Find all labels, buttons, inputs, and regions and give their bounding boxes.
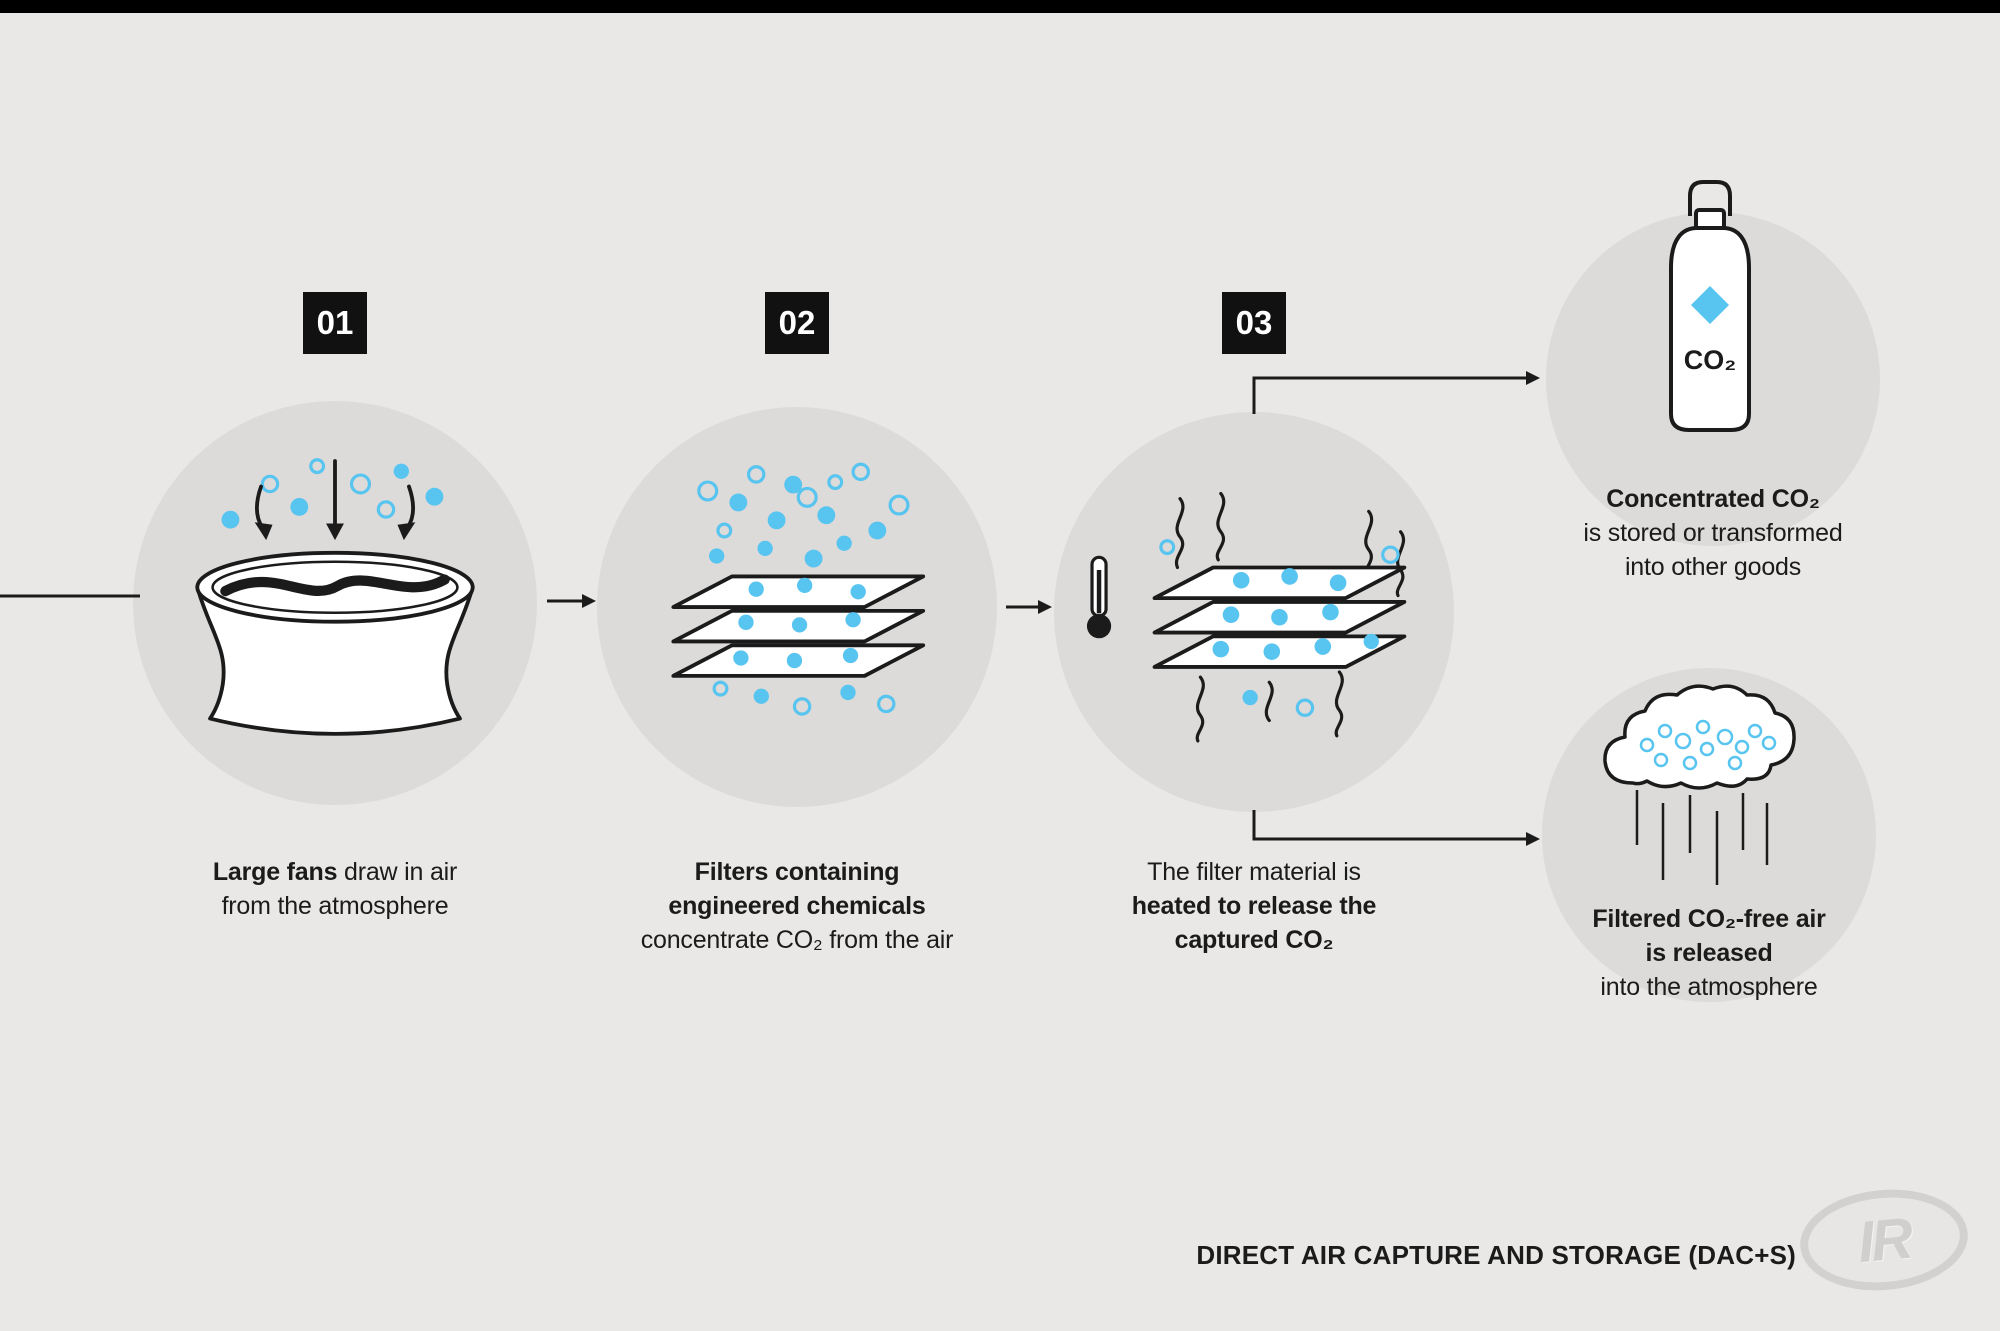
co2-cylinder-icon: CO₂ [1669, 180, 1751, 432]
arrowhead [1526, 832, 1540, 846]
filter-sheet [671, 574, 926, 609]
caption-bold-text: Filtered CO₂-free air [1592, 905, 1826, 933]
below-dots-filled [753, 684, 856, 704]
step1-caption: Large fans draw in air from the atmosphe… [115, 855, 555, 923]
step3-caption: The filter material is heated to release… [1034, 855, 1474, 957]
caption-line: concentrate CO₂ from the air [577, 923, 1017, 957]
elbow-to-storage [1252, 376, 1526, 414]
caption-bold-text: is released [1645, 939, 1773, 967]
released-dots [1212, 568, 1379, 706]
cloud-shape [1603, 684, 1796, 790]
caption-bold-text: Filters containing [694, 858, 900, 886]
heat-waves [1174, 491, 1406, 743]
outcome-release-caption: Filtered CO₂-free air is released into t… [1489, 902, 1929, 1004]
caption-line: is stored or transformed [1493, 516, 1933, 550]
caption-text: The filter material is [1147, 858, 1361, 886]
caption-text: from the atmosphere [221, 892, 449, 920]
caption-line: Filtered CO₂-free air [1489, 902, 1929, 936]
caption-line: heated to release the [1034, 889, 1474, 923]
escaping-dots [1159, 539, 1400, 717]
caption-line: captured CO₂ [1034, 923, 1474, 957]
air-particle-dots [221, 463, 444, 529]
arrowhead [1038, 600, 1052, 614]
caption-bold-text: heated to release the [1131, 892, 1377, 920]
fan-icon [195, 458, 475, 736]
cylinder-handle [1688, 180, 1732, 216]
fan-tower-inner-rim [211, 560, 459, 615]
caption-text: draw in air [337, 858, 458, 886]
fan-propeller [220, 574, 450, 597]
caption-line: Filters containing [577, 855, 1017, 889]
caption-text: into the atmosphere [1600, 973, 1818, 1001]
caption-line: Large fans draw in air [115, 855, 555, 889]
caption-line: into the atmosphere [1489, 970, 1929, 1004]
arrowhead [582, 594, 596, 608]
caption-line: from the atmosphere [115, 889, 555, 923]
below-dots-open [712, 680, 896, 716]
caption-bold-text: captured CO₂ [1174, 926, 1334, 954]
caption-bold-text: Concentrated CO₂ [1606, 485, 1820, 513]
release-lines [1635, 790, 1769, 885]
cloud-icon [1603, 684, 1796, 885]
caption-line: Concentrated CO₂ [1493, 482, 1933, 516]
step2-caption: Filters containing engineered chemicals … [577, 855, 1017, 957]
fan-tower-body [195, 585, 475, 736]
heated-filter-icon [1086, 491, 1407, 743]
top-border-bar [0, 0, 2000, 13]
captured-dots [733, 577, 866, 669]
caption-line: The filter material is [1034, 855, 1474, 889]
ir-logo-text: IR [1855, 1205, 1913, 1275]
caption-text: is stored or transformed [1583, 519, 1843, 547]
step1-badge: 01 [303, 292, 367, 354]
elbow-to-release [1252, 810, 1526, 841]
thermometer-icon [1086, 555, 1112, 639]
filter-stack-icon [671, 462, 926, 716]
outcome-storage-caption: Concentrated CO₂ is stored or transforme… [1493, 482, 1933, 584]
co2-dots-open [697, 462, 910, 539]
caption-text: concentrate CO₂ from the air [640, 926, 954, 954]
caption-bold-text: engineered chemicals [668, 892, 926, 920]
filter-sheet [1152, 565, 1407, 601]
caption-line: engineered chemicals [577, 889, 1017, 923]
co2-dots-filled [709, 475, 887, 568]
caption-line: into other goods [1493, 550, 1933, 584]
intake-arrowheads [254, 522, 416, 541]
step3-badge: 03 [1222, 292, 1286, 354]
caption-text: into other goods [1624, 553, 1802, 581]
cylinder-diamond [1691, 286, 1729, 324]
cylinder-label: CO₂ [1684, 345, 1737, 375]
cylinder-body [1669, 226, 1751, 432]
caption-line: is released [1489, 936, 1929, 970]
cloud-co2-dots [1639, 719, 1777, 771]
air-particle-dots-open [260, 458, 396, 519]
step2-badge: 02 [765, 292, 829, 354]
infographic-title: DIRECT AIR CAPTURE AND STORAGE (DAC+S) [1196, 1240, 1796, 1270]
arrowhead [1526, 371, 1540, 385]
caption-bold-text: Large fans [212, 858, 338, 886]
